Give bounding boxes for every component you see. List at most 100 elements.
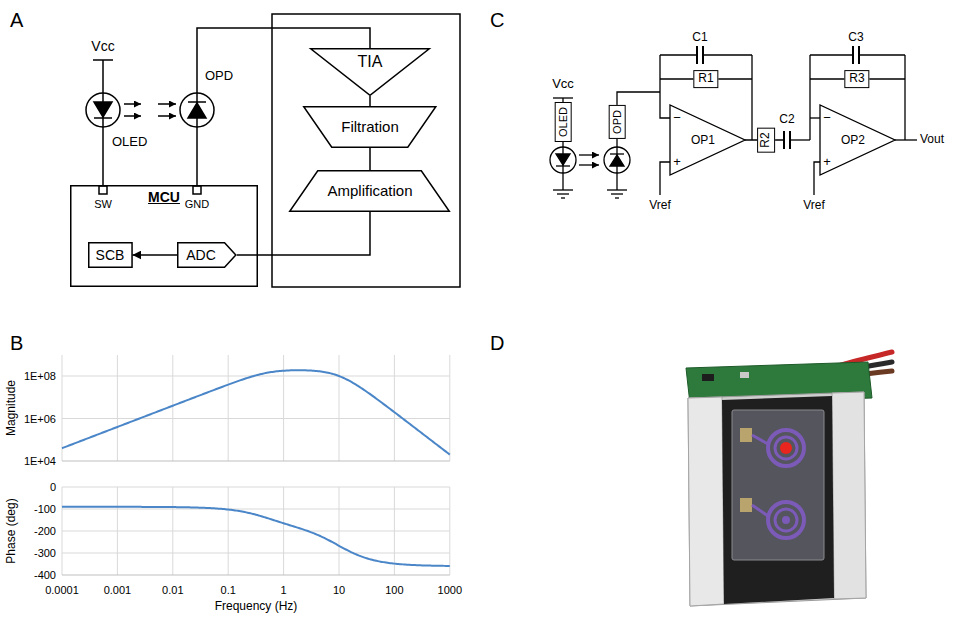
input-sign: + — [673, 155, 681, 170]
gridline — [62, 553, 450, 554]
wire — [616, 173, 617, 190]
connector-line — [369, 96, 371, 106]
axis-tick-label: 1000 — [438, 584, 462, 597]
capacitor-symbol — [696, 46, 698, 64]
gridline — [62, 355, 63, 461]
diode-triangle — [94, 102, 112, 117]
wire — [660, 54, 697, 55]
axis-tick-label: 0.01 — [162, 584, 183, 597]
metal-clip — [832, 392, 866, 599]
panel-label: B — [10, 332, 23, 355]
resistor-symbol: R1 — [693, 70, 718, 88]
process-box-border — [88, 243, 131, 268]
axis-tick-label: 1E+04 — [24, 455, 56, 468]
ground-symbol — [557, 193, 569, 194]
light-arrow — [579, 164, 599, 165]
axis-tick-label: 1 — [281, 584, 287, 597]
wire — [814, 162, 820, 195]
pin-label: GND — [185, 198, 209, 211]
pin-label: SW — [94, 198, 112, 211]
phase-curve — [62, 507, 450, 566]
axis-title: Magnitude — [5, 380, 19, 436]
panel-label: C — [490, 9, 504, 32]
resistor-symbol: R3 — [844, 70, 869, 88]
pin-square — [99, 186, 107, 194]
light-arrow — [124, 115, 141, 117]
ground-symbol — [553, 189, 573, 190]
electrode-trace — [752, 435, 768, 444]
diode-triangle — [610, 155, 624, 166]
diode-bar — [94, 117, 112, 119]
axis-tick-label: 1E+06 — [24, 412, 56, 425]
filter-block-border — [304, 107, 436, 148]
wire — [859, 54, 905, 55]
ground-symbol — [607, 189, 627, 190]
gridline — [394, 355, 395, 461]
wire — [895, 139, 917, 140]
axis-line — [62, 461, 450, 462]
adc-block-border — [178, 243, 236, 268]
light-arrow — [124, 103, 141, 105]
light-arrow — [158, 103, 176, 105]
gridline — [117, 355, 118, 461]
connector-line — [369, 148, 371, 170]
axis-line — [62, 575, 450, 576]
opamp-label: OP1 — [691, 134, 715, 148]
axis-tick-label: -100 — [34, 503, 56, 516]
axis-tick-label: 0.001 — [104, 584, 132, 597]
board-component — [702, 374, 714, 381]
spiral-electrode — [775, 437, 797, 459]
node-text: Filtration — [303, 118, 437, 135]
signal-chain-box — [272, 14, 460, 287]
gridline — [449, 355, 450, 461]
amplifier-triangle: TIA — [310, 48, 430, 96]
wire — [660, 55, 670, 118]
node-text: TIA — [310, 53, 430, 71]
spiral-electrode — [768, 430, 804, 466]
component-label: OPD — [205, 69, 233, 84]
wire — [790, 139, 810, 140]
component-label: OLED — [112, 135, 147, 150]
gridline — [172, 355, 173, 461]
gridline — [62, 487, 450, 488]
metal-clip — [688, 397, 724, 606]
amplifier-block: Amplification — [289, 170, 450, 212]
gridline — [62, 531, 450, 532]
component-box: OLED — [555, 102, 572, 142]
panel-label: D — [490, 332, 504, 355]
wire — [102, 60, 104, 93]
supply-label: Vcc — [91, 38, 114, 54]
wire — [809, 55, 810, 140]
wire — [751, 55, 752, 140]
capacitor-symbol — [852, 46, 854, 64]
wire — [196, 127, 198, 186]
wire — [810, 54, 853, 55]
magnitude-curve — [62, 370, 450, 454]
light-arrow — [158, 115, 176, 117]
connector-line — [132, 254, 177, 256]
panel-a-wiring — [86, 14, 460, 287]
axis-tick-label: 100 — [385, 584, 403, 597]
wire — [562, 173, 563, 190]
metal-clip — [688, 392, 866, 606]
reference-label: Vref — [803, 199, 825, 213]
board-component — [740, 372, 749, 378]
contact-pad — [740, 428, 752, 442]
axis-title: Phase (deg) — [5, 498, 19, 563]
opamp-symbol — [820, 105, 895, 175]
axis-tick-label: 1E+08 — [24, 370, 56, 383]
oled-symbol — [86, 93, 120, 127]
input-sign: + — [823, 155, 831, 170]
component-box: OPD — [609, 105, 626, 139]
axis-tick-label: -200 — [34, 525, 56, 538]
opd-symbol — [180, 93, 214, 127]
ground-symbol — [561, 197, 565, 198]
light-arrow — [579, 154, 599, 155]
node-text: ADC — [177, 247, 225, 263]
glass-substrate — [732, 410, 824, 560]
adc-block: ADC — [177, 242, 237, 268]
process-box: SCB — [88, 242, 133, 268]
ground-symbol — [615, 197, 619, 198]
